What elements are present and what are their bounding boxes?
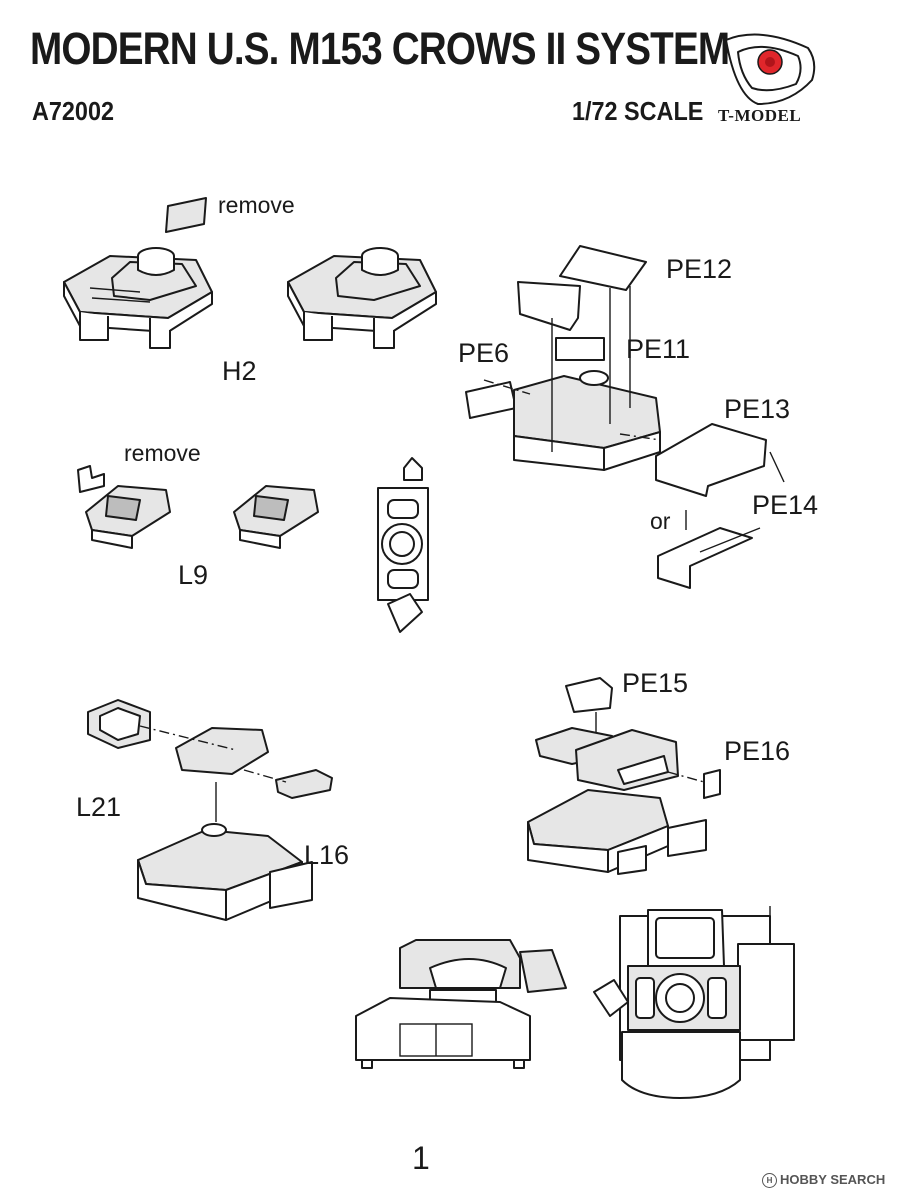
pe-assembly-upper [465,245,661,471]
brand-name: T-MODEL [718,106,802,125]
label-l21: L21 [76,792,122,822]
h2-base-right [287,247,437,349]
turret-side-view [355,939,567,1069]
kit-code: A72002 [32,96,114,126]
pe15-pe16-assembly [527,677,721,875]
turret-top-view [593,906,795,1099]
label-or: or [650,508,671,534]
watermark-logo-icon: H [762,1173,777,1189]
watermark-text: HOBBY SEARCH [780,1172,886,1187]
l9-part-left [85,485,171,549]
label-pe13: PE13 [724,394,791,424]
label-pe12: PE12 [666,254,733,284]
kit-scale: 1/72 SCALE [572,96,704,126]
removed-plate-part [165,197,207,233]
l9-part-right [233,485,319,549]
label-h2: H2 [222,356,257,386]
label-remove-top: remove [218,192,295,218]
label-pe6: PE6 [458,338,510,368]
label-l16: L16 [304,840,350,870]
h2-base-left [63,247,213,349]
pe13-pe14-parts [655,423,785,589]
page-title: MODERN U.S. M153 CROWS II SYSTEM [30,23,730,74]
turret-front-view [377,457,429,633]
label-pe11: PE11 [626,334,691,364]
removed-bracket-part [77,465,105,493]
label-pe14: PE14 [752,490,819,520]
page-number: 1 [412,1140,430,1176]
label-l9: L9 [178,560,209,590]
label-remove-mid: remove [124,440,201,466]
label-pe16: PE16 [724,736,791,766]
brand-logo-icon [725,33,816,105]
label-pe15: PE15 [622,668,689,698]
l21-l16-assembly [87,699,333,921]
